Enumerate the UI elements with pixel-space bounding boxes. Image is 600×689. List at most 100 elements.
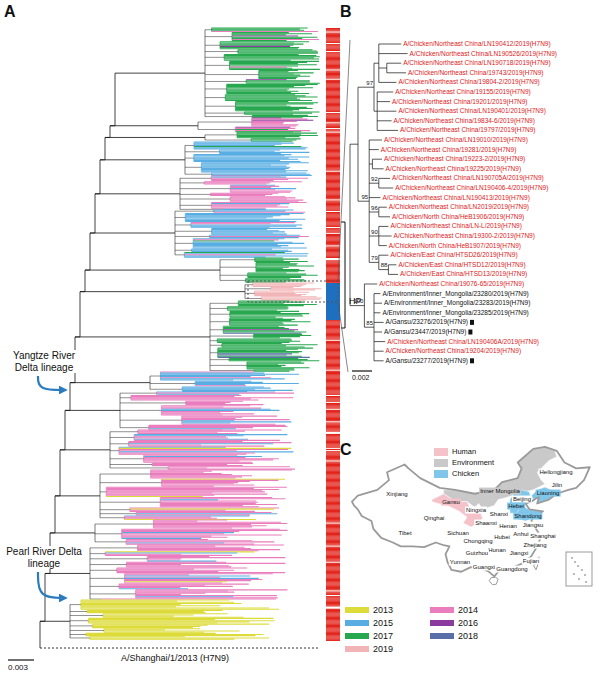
marker-tick	[326, 578, 340, 579]
tip-branch	[151, 477, 236, 478]
tip-branch	[259, 71, 289, 72]
strain-name: A/Chicken/Northeast China/19155/2019(H7N…	[395, 88, 531, 95]
marker-tick	[326, 339, 340, 340]
strain-name: A/Chicken/East China/HTSD26/2019(H7N9)	[390, 251, 517, 258]
strain-name: A/Chicken/East China/HTSD12/2019(H7N9)	[398, 261, 525, 268]
tree-branch	[378, 255, 379, 269]
marker-column	[326, 28, 340, 641]
marker-tick	[326, 426, 340, 427]
tip-branch	[92, 625, 207, 626]
marker-tick	[326, 226, 340, 227]
tip-branch	[220, 47, 299, 48]
province-name: Beijing	[512, 496, 532, 503]
legend-item: 2016	[430, 617, 478, 629]
tip-branch	[247, 363, 304, 364]
marker-tick	[326, 219, 340, 220]
marker-tick	[326, 94, 340, 95]
tip-branch	[138, 550, 259, 551]
marker-tick	[326, 158, 340, 159]
marker-tick	[326, 623, 340, 624]
inset-island	[578, 578, 580, 580]
human-case-mark	[470, 358, 474, 363]
inner-branch	[210, 336, 254, 337]
marker-tick	[326, 83, 340, 84]
inner-branch	[150, 389, 182, 390]
tip-branch	[162, 481, 250, 482]
inner-branch	[210, 370, 254, 371]
marker-tick	[326, 594, 340, 595]
marker-tick	[326, 417, 340, 418]
tip-branch	[211, 177, 286, 178]
inner-branch	[210, 329, 223, 330]
marker-tick	[326, 197, 340, 198]
marker-tick	[326, 60, 340, 61]
marker-tick	[326, 265, 340, 266]
marker-tick	[326, 174, 340, 175]
marker-tick	[326, 140, 340, 141]
tip-branch	[247, 367, 310, 368]
tip-branch	[147, 558, 181, 559]
inner-branch	[70, 637, 90, 638]
inner-branch	[90, 578, 125, 579]
marker-tick	[326, 326, 340, 327]
tip-branch	[138, 432, 218, 433]
backbone	[110, 125, 198, 126]
inner-branch	[90, 553, 105, 554]
tip-branch	[220, 42, 294, 43]
marker-tick	[326, 90, 340, 91]
marker-tick	[326, 436, 340, 437]
marker-tick	[326, 403, 340, 404]
tip-branch	[153, 526, 252, 527]
marker-tick	[326, 184, 340, 185]
marker-tick	[326, 119, 340, 120]
tip-branch	[138, 548, 251, 549]
marker-tick	[326, 82, 340, 83]
tip-branch	[138, 433, 237, 434]
tip-branch	[184, 252, 284, 253]
tip-branch	[237, 133, 317, 134]
tip-branch	[160, 506, 258, 507]
marker-tick	[326, 157, 340, 158]
marker-tick	[326, 593, 340, 594]
tip-branch	[92, 624, 269, 625]
marker-tick	[326, 470, 340, 471]
marker-tick	[326, 528, 340, 529]
marker-tick	[326, 353, 340, 354]
tip-branch	[254, 290, 293, 291]
tip-branch	[131, 399, 259, 400]
tip-branch	[229, 62, 307, 63]
inner-branch	[70, 625, 92, 626]
marker-tick	[326, 429, 340, 430]
province-name: Guangdong	[495, 566, 528, 573]
tip-branch	[247, 366, 281, 367]
marker-tick	[326, 65, 340, 66]
tip-branch	[160, 505, 243, 506]
province-name: Liaoning	[536, 490, 561, 497]
marker-tick	[326, 613, 340, 614]
marker-tick	[326, 48, 340, 49]
marker-tick	[326, 206, 340, 207]
tip-branch	[86, 635, 256, 636]
tree-branch	[379, 245, 387, 246]
marker-tick	[326, 328, 340, 329]
tip-branch	[256, 264, 297, 265]
tip-branch	[144, 457, 246, 458]
tip-branch	[126, 540, 252, 541]
tree-branch	[379, 207, 387, 208]
inner-branch	[100, 509, 130, 510]
marker-tick	[326, 482, 340, 483]
tip-branch	[230, 188, 296, 189]
marker-tick	[326, 152, 340, 153]
tip-branch	[160, 503, 255, 504]
inner-branch	[210, 359, 229, 360]
inset-island	[574, 561, 576, 563]
marker-tick	[326, 597, 340, 598]
tip-branch	[185, 214, 289, 215]
marker-tick	[326, 176, 340, 177]
marker-tick	[326, 148, 340, 149]
marker-tick	[326, 225, 340, 226]
marker-tick	[326, 413, 340, 414]
marker-tick	[326, 609, 340, 610]
marker-tick	[326, 244, 340, 245]
